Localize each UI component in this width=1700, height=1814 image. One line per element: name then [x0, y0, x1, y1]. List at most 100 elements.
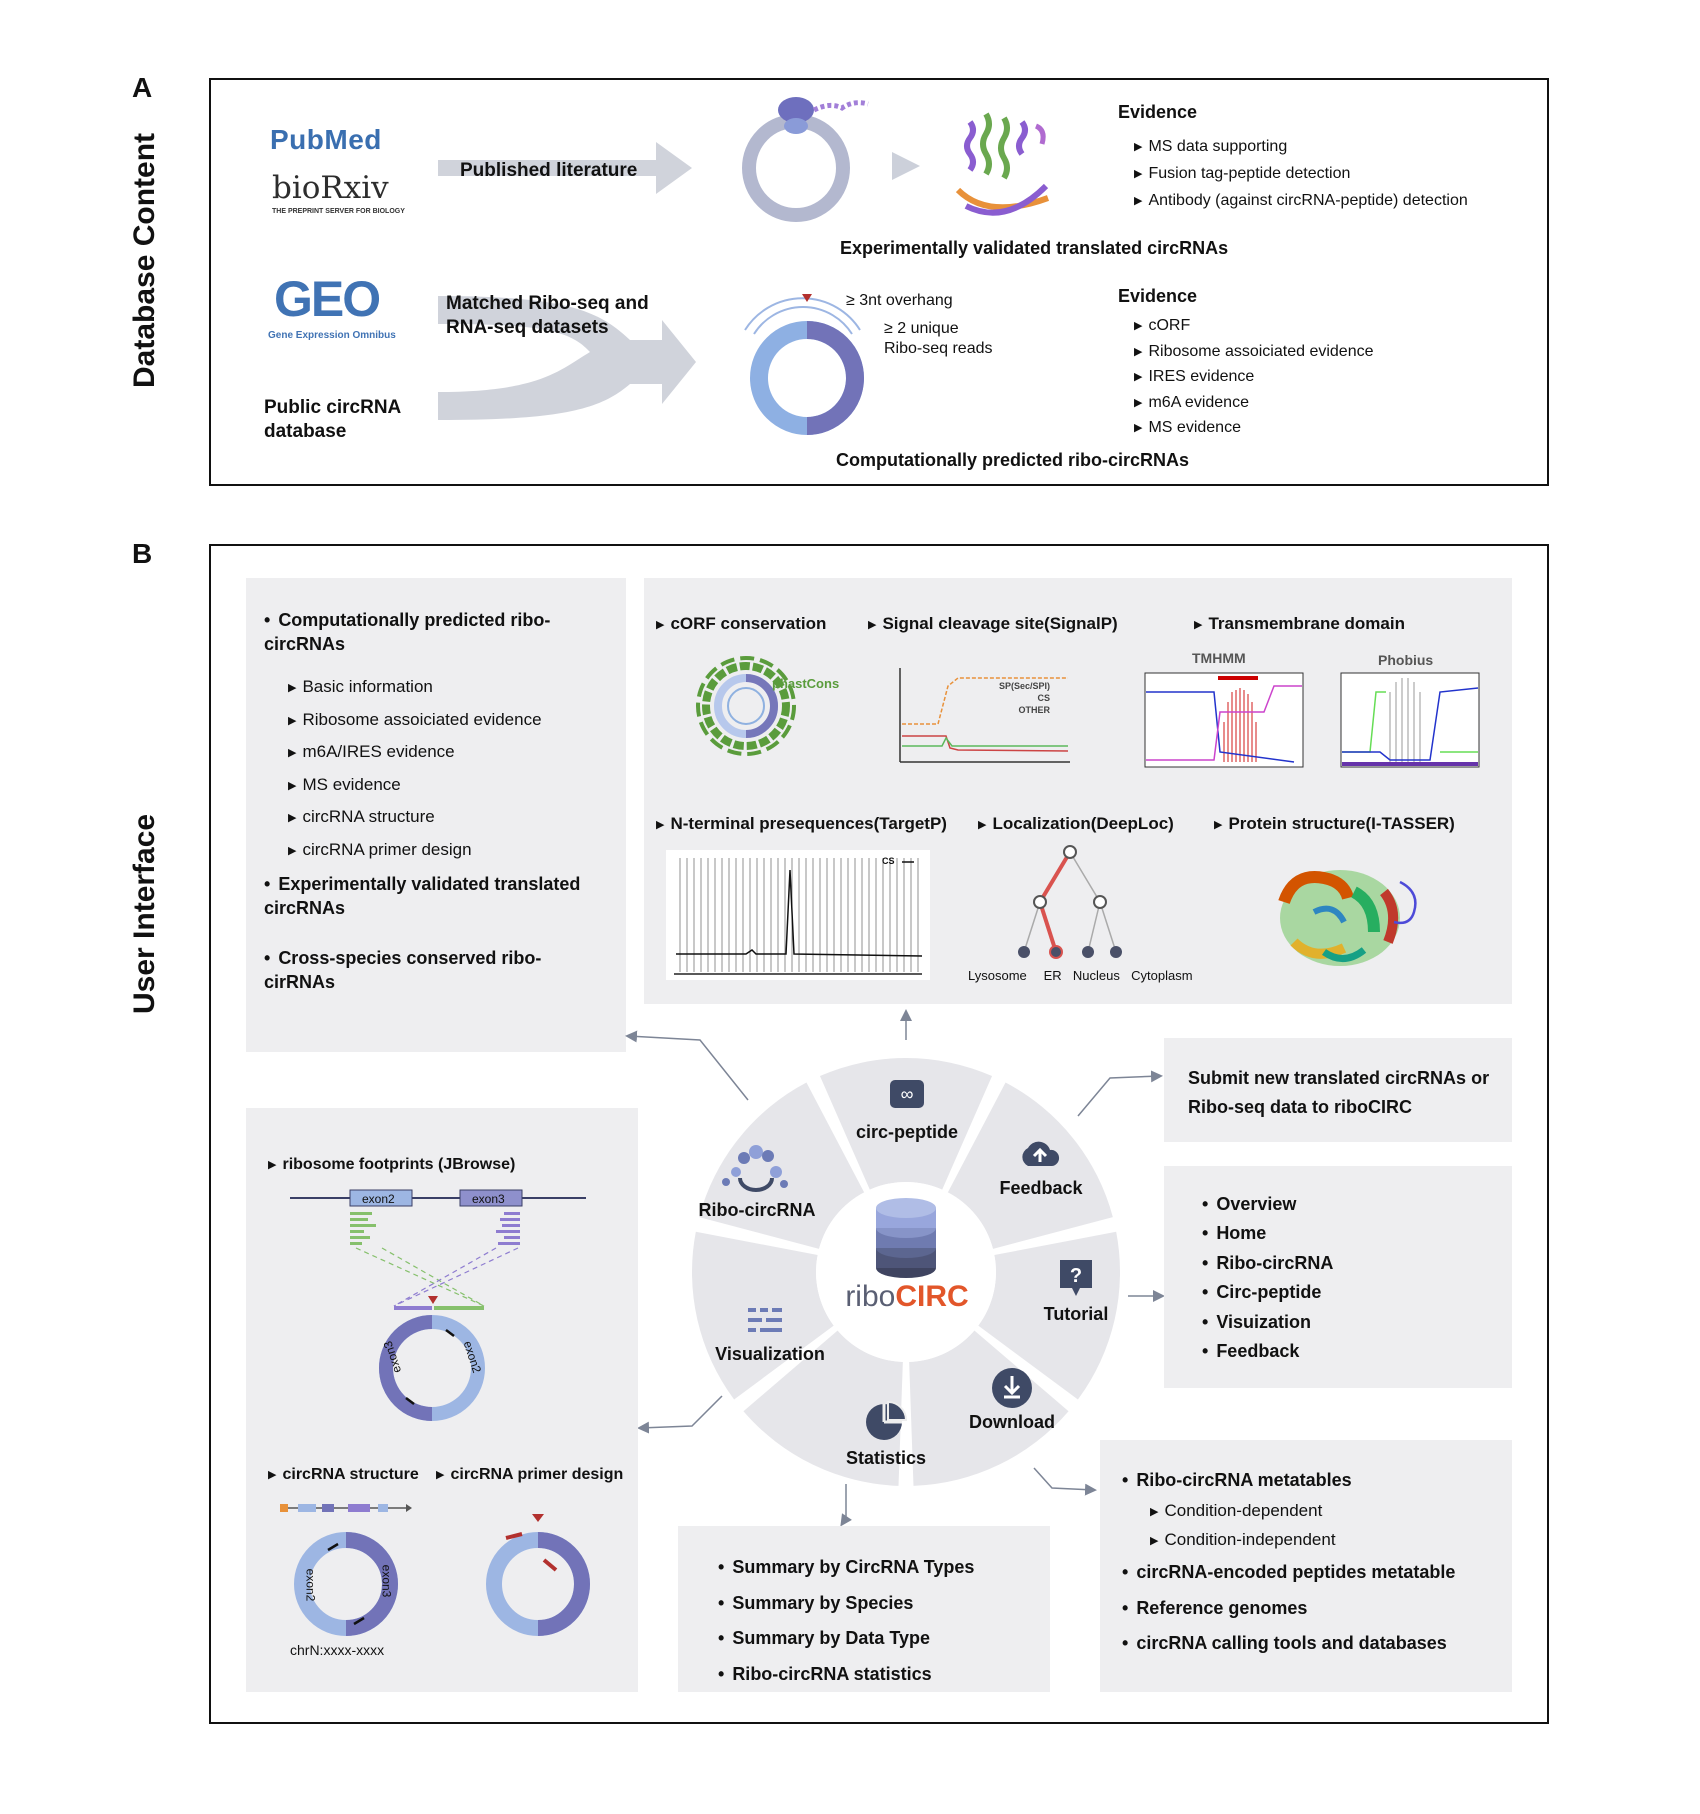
protein-structure: [1278, 870, 1417, 966]
targetp-title: N-terminal presequences(TargetP): [656, 814, 946, 834]
ribo-head-3-text: Cross-species conserved ribo-cirRNAs: [264, 948, 542, 992]
pubmed-logo: PubMed: [270, 124, 382, 155]
ribo-head-1: Computationally predicted ribo-circRNAs: [264, 608, 564, 656]
signalp-title: Signal cleavage site(SignalP): [868, 614, 1117, 634]
wheel-segment[interactable]: [819, 1058, 993, 1190]
datasets-arrow: [438, 296, 696, 420]
public-circrna-db: Public circRNA database: [264, 397, 401, 442]
list-item: Ribo-circRNA: [1202, 1249, 1333, 1278]
list-item: m6A/IRES evidence: [288, 737, 542, 770]
circrna-ring: [742, 114, 850, 222]
list-item: Ribosome assoiciated evidence: [1134, 340, 1373, 366]
download-sub-1: Condition-dependent: [1150, 1501, 1322, 1521]
ribosome-large: [778, 97, 814, 123]
jbrowse-title: ribosome footprints (JBrowse): [268, 1156, 515, 1174]
segment-statistics[interactable]: Statistics: [845, 1448, 927, 1468]
list-item: MS data supporting: [1134, 134, 1468, 161]
structure-title: circRNA structure: [268, 1466, 418, 1484]
validated-illustration: [742, 97, 1050, 222]
targetp-plot: [666, 850, 930, 980]
biorxiv-subtitle: THE PREPRINT SERVER FOR BIOLOGY: [272, 208, 405, 215]
overhang-label: ≥ 3nt overhang: [846, 292, 953, 309]
coord-label: chrN:xxxx-xxxx: [290, 1642, 385, 1658]
question-icon[interactable]: ?: [1058, 1258, 1094, 1298]
logo-circ: CIRC: [895, 1280, 969, 1313]
panel-a-letter: A: [132, 72, 153, 103]
leaf-nucleus: Nucleus: [1072, 968, 1120, 983]
list-item: Ribo-circRNA statistics: [718, 1657, 974, 1693]
list-item: Visuization: [1202, 1308, 1333, 1337]
visualization-icon[interactable]: [746, 1306, 786, 1334]
segment-visualization[interactable]: Visualization: [715, 1344, 825, 1364]
wheel-segment[interactable]: [743, 1330, 903, 1486]
ribosome-small: [784, 118, 808, 134]
phastcons-outer: [696, 656, 796, 756]
validated-evidence-title: Evidence: [1118, 102, 1198, 122]
svg-text:?: ?: [1070, 1265, 1082, 1287]
junction-marker: [802, 294, 812, 302]
reads-label-2: Ribo-seq reads: [884, 340, 993, 357]
primer-design-diagram: [486, 1514, 590, 1636]
pie-chart-icon[interactable]: [864, 1400, 908, 1444]
list-item: MS evidence: [1134, 416, 1373, 442]
database-content-label: Database Content: [128, 132, 161, 388]
deeploc-title: Localization(DeepLoc): [978, 814, 1173, 834]
deeploc-tree: [1018, 845, 1122, 959]
signalp-legend: SP(Sec/SPI) CS OTHER: [990, 680, 1050, 716]
tmhmm-plot: [1144, 672, 1304, 768]
phastcons-label: phastCons: [772, 676, 840, 691]
list-item: Ribosome assoiciated evidence: [288, 705, 541, 738]
phastcons-ring: [702, 662, 790, 750]
wheel-segment[interactable]: [699, 1082, 865, 1249]
predicted-illustration: [744, 294, 864, 435]
corf-title: cORF conservation: [656, 614, 826, 634]
download-item-4: circRNA calling tools and databases: [1122, 1633, 1446, 1654]
exon3-label: exon3: [472, 1192, 505, 1206]
list-item: Home: [1202, 1219, 1333, 1248]
feedback-box: [1164, 1038, 1512, 1142]
phobius-plot: [1340, 672, 1480, 768]
legend-sp: SP(Sec/SPI): [998, 681, 1050, 691]
wheel-segments: [692, 1058, 1120, 1486]
segment-ribo-circrna[interactable]: Ribo-circRNA: [698, 1200, 816, 1220]
statistics-list: Summary by CircRNA Types Summary by Spec…: [718, 1550, 974, 1692]
exon2-label: exon2: [362, 1192, 395, 1206]
list-item: Circ-peptide: [1202, 1278, 1333, 1307]
leaf-er: ER: [1043, 968, 1062, 983]
segment-tutorial[interactable]: Tutorial: [1043, 1304, 1109, 1324]
reads-label-1: ≥ 2 unique: [884, 320, 959, 337]
list-item: Overview: [1202, 1190, 1333, 1219]
ribocirc-wheel: [692, 1058, 1120, 1486]
legend-cs: CS: [1037, 693, 1050, 703]
download-item-1: Ribo-circRNA metatables: [1122, 1470, 1351, 1491]
list-item: Fusion tag-peptide detection: [1134, 161, 1468, 188]
download-sub-2: Condition-independent: [1150, 1530, 1335, 1550]
cloud-upload-icon[interactable]: [1018, 1138, 1062, 1168]
download-item-2: circRNA-encoded peptides metatable: [1122, 1562, 1455, 1583]
predicted-evidence-title: Evidence: [1118, 286, 1198, 306]
list-item: cORF: [1134, 314, 1373, 340]
leaf-lysosome: Lysosome: [968, 968, 1027, 983]
list-item: circRNA structure: [288, 802, 542, 835]
peptide-icon[interactable]: ∞: [890, 1080, 924, 1108]
biorxiv-logo: bioRxiv: [272, 170, 389, 206]
ribo-head-1-text: Computationally predicted ribo-circRNAs: [264, 610, 551, 654]
segment-circ-peptide[interactable]: circ-peptide: [855, 1122, 959, 1142]
literature-arrow: [438, 142, 692, 194]
tmhmm-label: TMHMM: [1192, 650, 1246, 666]
segment-feedback[interactable]: Feedback: [999, 1178, 1083, 1198]
other-curve: [902, 677, 1068, 725]
wheel-segment[interactable]: [909, 1330, 1069, 1486]
list-item: MS evidence: [288, 770, 542, 803]
logo-ribo: ribo: [845, 1280, 896, 1313]
itasser-title: Protein structure(I-TASSER): [1214, 814, 1454, 834]
cs-curve: [902, 736, 1068, 747]
database-icon: [876, 1198, 936, 1278]
list-item: Summary by Data Type: [718, 1621, 974, 1657]
wheel-segment[interactable]: [692, 1231, 834, 1400]
segment-download[interactable]: Download: [969, 1412, 1055, 1432]
validated-evidence-list: MS data supporting Fusion tag-peptide de…: [1134, 134, 1468, 215]
download-item-3: Reference genomes: [1122, 1598, 1307, 1619]
download-icon[interactable]: [990, 1366, 1034, 1410]
ribosome-cluster-icon[interactable]: [718, 1142, 798, 1194]
